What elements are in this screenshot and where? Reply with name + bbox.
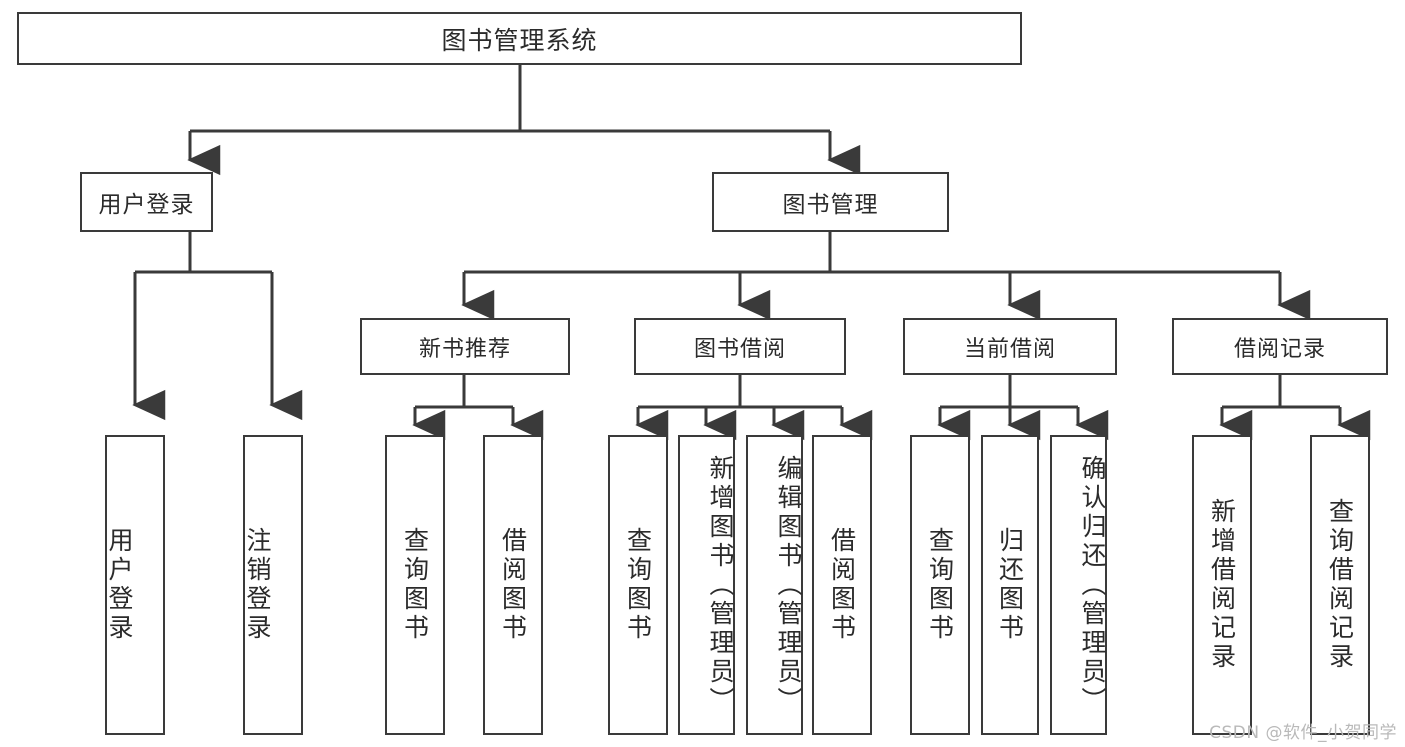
node-book-borrow[interactable]: 图书借阅	[634, 318, 846, 375]
node-new-book-recommend[interactable]: 新书推荐	[360, 318, 570, 375]
leaf-record-query-record[interactable]: 查询借阅记录	[1310, 435, 1370, 735]
leaf-current-confirm-return-admin[interactable]: 确认归还（管理员）	[1050, 435, 1107, 735]
node-book-management[interactable]: 图书管理	[712, 172, 949, 232]
leaf-borrow-add-book-admin[interactable]: 新增图书（管理员）	[678, 435, 735, 735]
node-root[interactable]: 图书管理系统	[17, 12, 1022, 65]
node-current-borrow[interactable]: 当前借阅	[903, 318, 1117, 375]
leaf-borrow-edit-book-admin[interactable]: 编辑图书（管理员）	[746, 435, 803, 735]
leaf-current-return-book[interactable]: 归还图书	[981, 435, 1039, 735]
leaf-recommend-borrow-book[interactable]: 借阅图书	[483, 435, 543, 735]
leaf-borrow-query-book[interactable]: 查询图书	[608, 435, 668, 735]
leaf-record-add-record[interactable]: 新增借阅记录	[1192, 435, 1252, 735]
watermark: CSDN @软件_小贺同学	[1209, 723, 1397, 743]
leaf-user-login-logout[interactable]: 注销登录	[243, 435, 303, 735]
node-borrow-record[interactable]: 借阅记录	[1172, 318, 1388, 375]
leaf-borrow-borrow-book[interactable]: 借阅图书	[812, 435, 872, 735]
leaf-current-query-book[interactable]: 查询图书	[910, 435, 970, 735]
node-user-login[interactable]: 用户登录	[80, 172, 213, 232]
leaf-recommend-query-book[interactable]: 查询图书	[385, 435, 445, 735]
leaf-user-login-login[interactable]: 用户登录	[105, 435, 165, 735]
